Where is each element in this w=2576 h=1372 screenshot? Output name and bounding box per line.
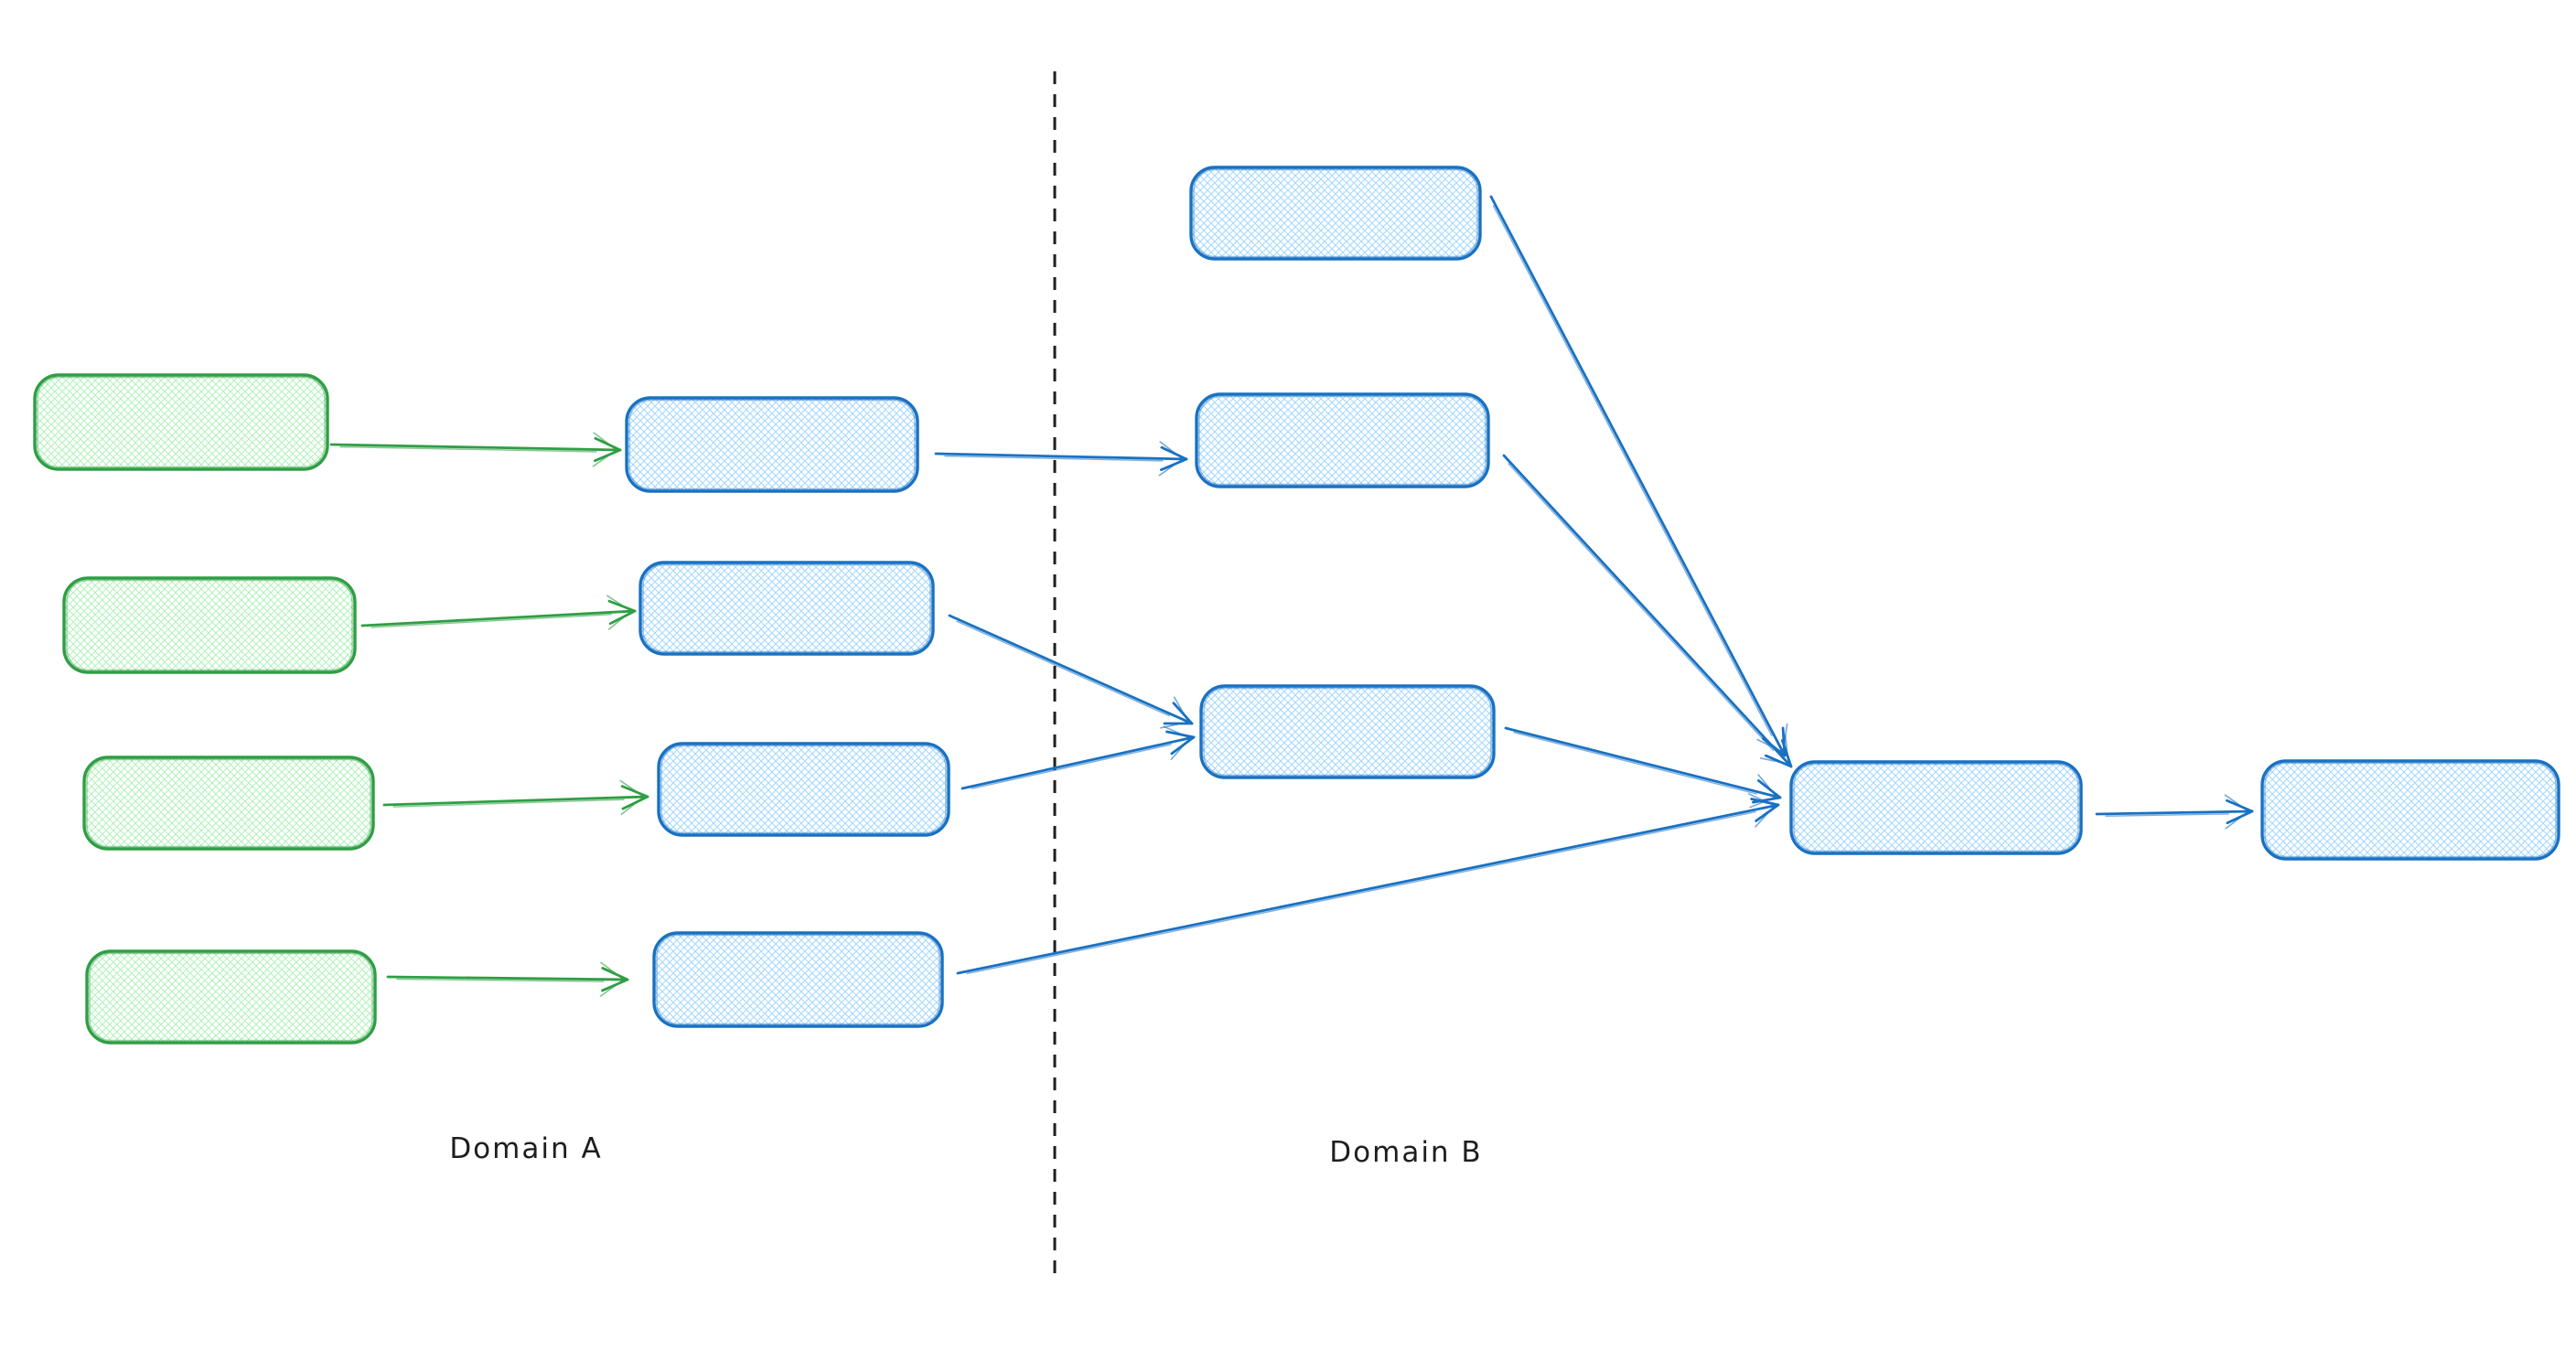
node-green-2[interactable] (62, 576, 357, 674)
edge-a4-merge[interactable] (956, 793, 1780, 975)
edge-a2-b3[interactable] (948, 614, 1194, 729)
node-blue-a4[interactable] (652, 931, 944, 1028)
nodes-layer (33, 166, 2560, 1045)
edge-a3-b3[interactable] (961, 725, 1196, 790)
node-green-3[interactable] (82, 756, 375, 851)
node-blue-b2[interactable] (1195, 392, 1490, 488)
domain-a-label[interactable]: Domain A (449, 1132, 602, 1165)
edge-a1-b2[interactable] (934, 441, 1188, 477)
edge-green4-a4[interactable] (386, 961, 629, 997)
edge-b2-merge[interactable] (1502, 454, 1793, 768)
node-blue-a2[interactable] (639, 561, 935, 656)
edge-green3-a3[interactable] (382, 779, 649, 816)
domain-b-label[interactable]: Domain B (1329, 1136, 1482, 1169)
edge-green2-a2[interactable] (360, 595, 637, 630)
edge-b1-merge[interactable] (1489, 195, 1788, 757)
node-blue-b3[interactable] (1199, 684, 1496, 779)
edges-layer (329, 195, 2254, 997)
node-blue-b1[interactable] (1189, 166, 1482, 261)
edge-b3-merge[interactable] (1504, 726, 1782, 809)
node-blue-output[interactable] (2260, 759, 2560, 861)
node-blue-a1[interactable] (625, 396, 919, 493)
node-green-1[interactable] (33, 373, 329, 471)
edge-merge-output[interactable] (2095, 794, 2254, 830)
labels-layer: Domain A Domain B (449, 1132, 1482, 1169)
node-green-4[interactable] (85, 949, 377, 1045)
node-blue-merge[interactable] (1789, 760, 2083, 855)
edge-green1-a1[interactable] (329, 432, 622, 467)
node-blue-a3[interactable] (657, 742, 950, 837)
